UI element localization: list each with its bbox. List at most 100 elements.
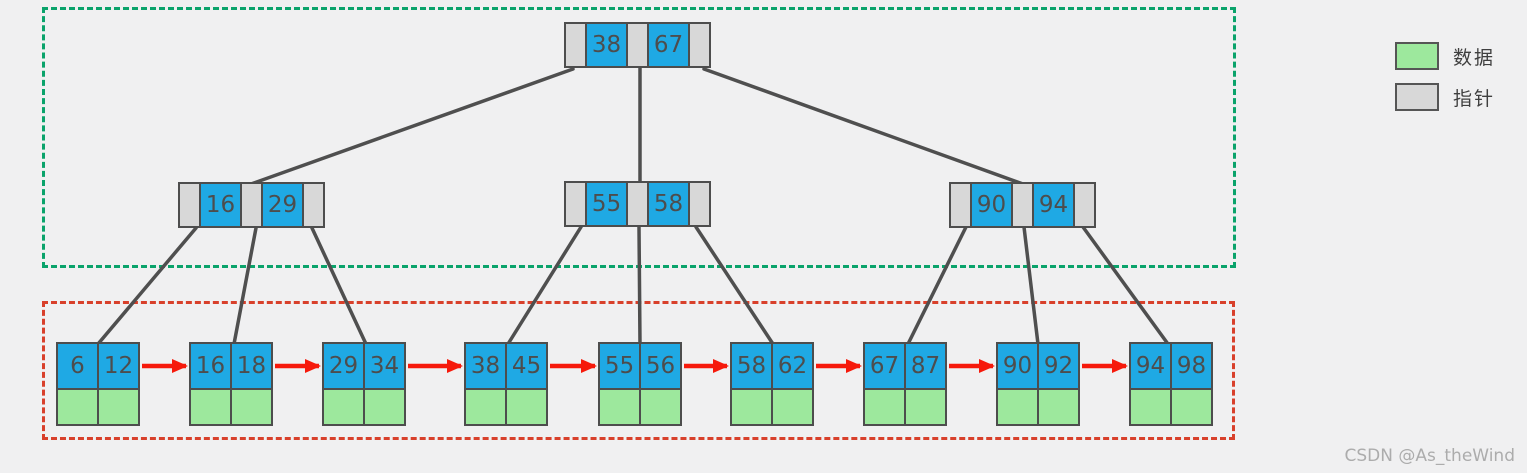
leaf-node: 67 87	[863, 342, 947, 426]
data-cell	[99, 388, 138, 424]
key-cell: 29	[261, 182, 304, 228]
pointer-cell	[1073, 182, 1096, 228]
pointer-cell	[240, 182, 263, 228]
pointer-swatch	[1395, 83, 1439, 111]
pointer-cell	[949, 182, 972, 228]
leaf-column: 58	[730, 342, 773, 426]
key-cell: 98	[1172, 344, 1211, 388]
data-cell	[1172, 388, 1211, 424]
leaf-column: 16	[189, 342, 232, 426]
leaf-column: 98	[1170, 342, 1213, 426]
key-cell: 45	[507, 344, 546, 388]
leaf-column: 12	[97, 342, 140, 426]
tree-edge	[96, 226, 198, 346]
data-cell	[324, 388, 363, 424]
key-cell: 87	[906, 344, 945, 388]
data-cell	[732, 388, 771, 424]
key-cell: 29	[324, 344, 363, 388]
watermark: CSDN @As_theWind	[1344, 446, 1515, 466]
data-cell	[191, 388, 230, 424]
leaf-column: 56	[639, 342, 682, 426]
tree-edge	[310, 226, 368, 346]
tree-edge	[232, 226, 258, 346]
key-cell: 90	[998, 344, 1037, 388]
leaf-node: 6 12	[56, 342, 140, 426]
tree-edge	[1081, 225, 1170, 346]
tree-edge	[1022, 225, 1040, 346]
data-cell	[906, 388, 945, 424]
root-node: 38 67	[564, 22, 711, 68]
pointer-cell	[626, 22, 649, 68]
pointer-cell	[564, 22, 587, 68]
data-cell	[1131, 388, 1170, 424]
leaf-node: 90 92	[996, 342, 1080, 426]
tree-edge	[694, 225, 775, 346]
key-cell: 90	[970, 182, 1013, 228]
key-cell: 6	[58, 344, 97, 388]
key-cell: 34	[365, 344, 404, 388]
tree-edge	[506, 225, 583, 346]
key-cell: 16	[199, 182, 242, 228]
legend-label: 数据	[1453, 46, 1496, 69]
key-cell: 67	[647, 22, 690, 68]
leaf-column: 34	[363, 342, 406, 426]
data-cell	[865, 388, 904, 424]
key-cell: 38	[466, 344, 505, 388]
leaf-node: 38 45	[464, 342, 548, 426]
data-cell	[998, 388, 1037, 424]
key-cell: 16	[191, 344, 230, 388]
pointer-cell	[302, 182, 325, 228]
tree-edges	[96, 66, 1170, 346]
key-cell: 58	[732, 344, 771, 388]
tree-edge	[702, 67, 1025, 186]
leaf-node: 55 56	[598, 342, 682, 426]
key-cell: 18	[232, 344, 271, 388]
key-cell: 38	[585, 22, 628, 68]
leaf-node: 16 18	[189, 342, 273, 426]
key-cell: 67	[865, 344, 904, 388]
leaf-column: 92	[1037, 342, 1080, 426]
leaf-column: 94	[1129, 342, 1172, 426]
data-cell	[466, 388, 505, 424]
tree-edge	[637, 225, 642, 346]
pointer-cell	[688, 181, 711, 227]
legend: 数据 指针	[1395, 42, 1495, 124]
leaf-column: 62	[771, 342, 814, 426]
leaf-node: 94 98	[1129, 342, 1213, 426]
pointer-cell	[626, 181, 649, 227]
data-cell	[232, 388, 271, 424]
leaf-node: 29 34	[322, 342, 406, 426]
legend-item-pointer: 指针	[1395, 83, 1495, 111]
leaf-column: 29	[322, 342, 365, 426]
pointer-cell	[688, 22, 711, 68]
internal-node: 16 29	[178, 182, 325, 228]
key-cell: 94	[1032, 182, 1075, 228]
data-cell	[600, 388, 639, 424]
leaf-node: 58 62	[730, 342, 814, 426]
internal-node: 90 94	[949, 182, 1096, 228]
key-cell: 94	[1131, 344, 1170, 388]
legend-item-data: 数据	[1395, 42, 1495, 70]
data-swatch	[1395, 42, 1439, 70]
data-cell	[365, 388, 404, 424]
tree-edge	[249, 67, 575, 186]
leaf-column: 55	[598, 342, 641, 426]
data-cell	[641, 388, 680, 424]
internal-node: 55 58	[564, 181, 711, 227]
data-cell	[58, 388, 97, 424]
leaf-column: 90	[996, 342, 1039, 426]
leaf-column: 6	[56, 342, 99, 426]
key-cell: 55	[585, 181, 628, 227]
legend-label: 指针	[1453, 87, 1496, 110]
leaf-column: 18	[230, 342, 273, 426]
key-cell: 12	[99, 344, 138, 388]
data-cell	[507, 388, 546, 424]
leaf-column: 45	[505, 342, 548, 426]
key-cell: 62	[773, 344, 812, 388]
data-cell	[1039, 388, 1078, 424]
leaf-column: 38	[464, 342, 507, 426]
key-cell: 55	[600, 344, 639, 388]
leaf-column: 67	[863, 342, 906, 426]
